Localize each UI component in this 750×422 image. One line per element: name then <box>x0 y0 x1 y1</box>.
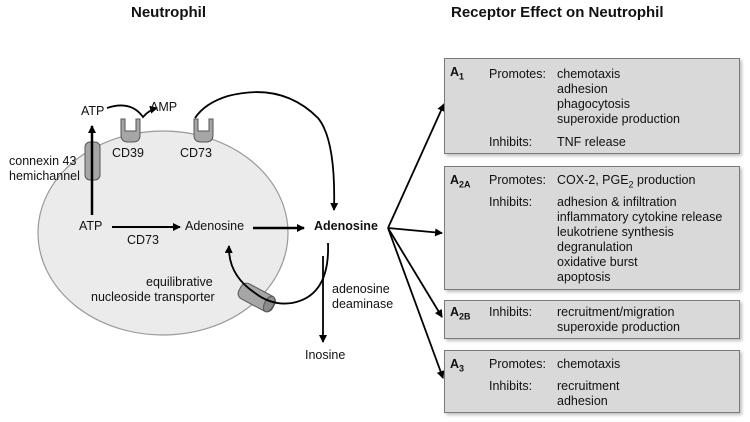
receptor-a2a-promotes-label: Promotes: <box>489 173 546 187</box>
effect-item: phagocytosis <box>557 97 630 111</box>
atp-intracellular-label: ATP <box>79 219 103 233</box>
receptor-a2a-name: A2A <box>450 173 471 190</box>
arrow-to-a2a <box>387 227 443 237</box>
effect-item: chemotaxis <box>557 357 621 371</box>
effect-item: leukotriene synthesis <box>557 225 674 239</box>
arrow-to-a3 <box>387 227 445 379</box>
receptor-a3-promotes-list: chemotaxis <box>557 357 620 372</box>
arrow-to-a2b <box>387 227 443 318</box>
receptor-a2a-promotes-list: COX-2, PGE2 production <box>557 173 696 190</box>
receptor-a2b-name: A2B <box>450 305 471 322</box>
receptor-a2a-inhibits-list: adhesion & infiltration inflammatory cyt… <box>557 195 722 285</box>
receptor-a2a-box: A2A Promotes: COX-2, PGE2 production Inh… <box>444 166 740 290</box>
cd73-extracellular-label: CD73 <box>180 146 212 160</box>
transporter-label-line2: nucleoside transporter <box>91 290 215 304</box>
receptor-a1-promotes-label: Promotes: <box>489 67 546 81</box>
right-title: Receptor Effect on Neutrophil <box>451 4 664 21</box>
receptor-a3-promotes-label: Promotes: <box>489 357 546 371</box>
deaminase-label-line1: adenosine <box>332 282 390 296</box>
effect-item: recruitment/migration <box>557 305 675 319</box>
receptor-a1-promotes-list: chemotaxis adhesion phagocytosis superox… <box>557 67 680 127</box>
effect-item: recruitment <box>557 379 620 393</box>
cd39-enzyme-shape <box>120 118 141 143</box>
adenosine-intracellular-label: Adenosine <box>185 219 245 233</box>
receptor-a1-inhibits-list: TNF release <box>557 135 626 150</box>
receptor-a1-box: A1 Promotes: chemotaxis adhesion phagocy… <box>444 58 740 154</box>
cd73-enzyme-shape <box>193 118 214 143</box>
inosine-label: Inosine <box>305 348 346 362</box>
effect-item: inflammatory cytokine release <box>557 210 723 224</box>
atp-to-amp-arrow <box>106 104 158 119</box>
receptor-a3-inhibits-label: Inhibits: <box>489 379 533 393</box>
effect-item: adhesion <box>557 394 608 408</box>
deaminase-label-line2: deaminase <box>332 297 394 311</box>
receptor-a1-inhibits-label: Inhibits: <box>489 135 533 149</box>
atp-extracellular-label: ATP <box>81 104 105 118</box>
receptor-a3-inhibits-list: recruitment adhesion <box>557 379 620 409</box>
transporter-label-line1: equilibrative <box>146 275 213 289</box>
effect-item: TNF release <box>557 135 626 149</box>
receptor-a1-name: A1 <box>450 65 465 82</box>
effect-item: superoxide production <box>557 112 680 126</box>
effect-item: COX-2, PGE2 production <box>557 173 696 190</box>
effect-item: adhesion & infiltration <box>557 195 677 209</box>
receptor-a2b-box: A2B Inhibits: recruitment/migration supe… <box>444 300 740 339</box>
receptor-a3-box: A3 Promotes: chemotaxis Inhibits: recrui… <box>444 350 740 413</box>
receptor-a2b-inhibits-label: Inhibits: <box>489 305 533 319</box>
left-title: Neutrophil <box>131 4 206 21</box>
cd73-intracellular-label: CD73 <box>127 233 159 247</box>
adenosine-extracellular-label: Adenosine <box>314 219 378 233</box>
neutrophil-cell <box>37 130 289 336</box>
receptor-a2b-inhibits-list: recruitment/migration superoxide product… <box>557 305 680 335</box>
cd39-label: CD39 <box>112 146 144 160</box>
amp-label: AMP <box>150 100 178 114</box>
receptor-a2a-inhibits-label: Inhibits: <box>489 195 533 209</box>
effect-item: superoxide production <box>557 320 680 334</box>
effect-item: apoptosis <box>557 270 611 284</box>
effect-item: chemotaxis <box>557 67 621 81</box>
effect-item: adhesion <box>557 82 608 96</box>
effect-item: oxidative burst <box>557 255 638 269</box>
connexin-label-line2: hemichannel <box>9 169 80 183</box>
arrow-to-a1 <box>387 103 445 229</box>
connexin-label-line1: connexin 43 <box>9 154 77 168</box>
effect-item: degranulation <box>557 240 633 254</box>
amp-to-adenosine-arrow <box>194 91 339 211</box>
receptor-a3-name: A3 <box>450 357 465 374</box>
